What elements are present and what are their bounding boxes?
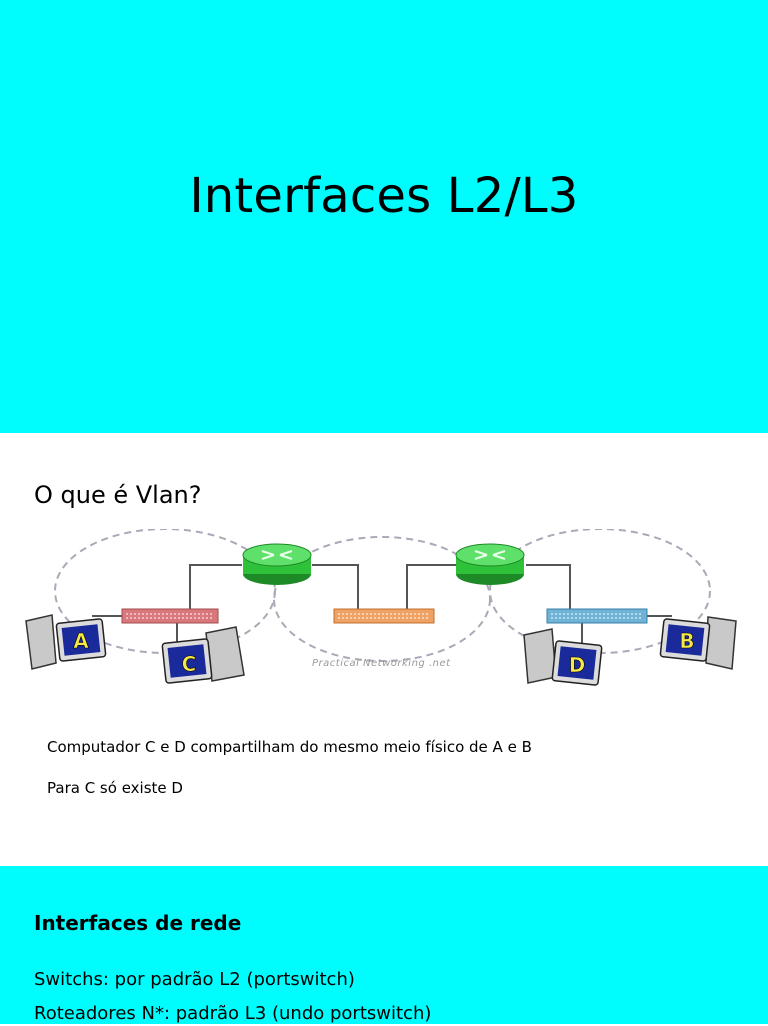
slide-heading: O que é Vlan? (34, 481, 202, 509)
router-left-icon (242, 543, 312, 585)
svg-text:B: B (679, 629, 694, 653)
switch-left-icon (121, 608, 219, 624)
switch-right-icon (546, 608, 648, 624)
switch-middle-icon (333, 608, 435, 624)
router-right-icon (455, 543, 525, 585)
computer-c-icon: C (161, 626, 245, 684)
svg-text:C: C (182, 652, 197, 676)
vlan-description-line2: Para C só existe D (47, 779, 183, 797)
diagram-watermark: Practical Networking .net (312, 658, 451, 669)
vlan-description-line1: Computador C e D compartilham do mesmo m… (47, 738, 532, 756)
svg-text:D: D (569, 653, 586, 677)
computer-b-icon: B (659, 616, 737, 670)
interfaces-slide: Interfaces de rede Switchs: por padrão L… (0, 866, 768, 1024)
svg-text:A: A (73, 629, 89, 653)
vlan-network-diagram: A C D B Practical Networking .net (25, 529, 737, 686)
computer-a-icon: A (25, 614, 107, 670)
computer-d-icon: D (523, 628, 603, 686)
vlan-slide: O que é Vlan? (0, 433, 768, 866)
slide-title: Interfaces L2/L3 (189, 168, 579, 224)
interfaces-item-roteadores: Roteadores N*: padrão L3 (undo portswitc… (34, 1003, 432, 1024)
title-slide: Interfaces L2/L3 (0, 0, 768, 433)
slide-heading: Interfaces de rede (34, 911, 242, 935)
interfaces-item-switchs: Switchs: por padrão L2 (portswitch) (34, 969, 355, 990)
